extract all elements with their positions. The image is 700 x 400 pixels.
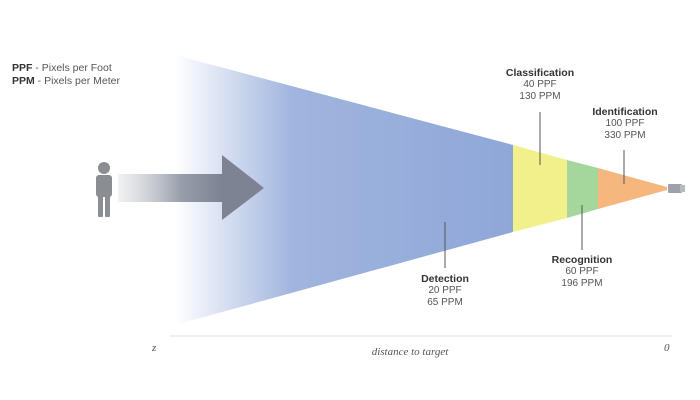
detection-zone <box>175 55 513 325</box>
direction-arrow-icon <box>118 155 264 220</box>
identification-ppf: 100 PPF <box>605 118 645 129</box>
identification-ppm: 330 PPM <box>604 130 646 141</box>
detection-title: Detection <box>421 273 469 285</box>
legend-ppf: PPF - Pixels per Foot <box>12 62 120 75</box>
detection-ppf: 20 PPF <box>428 285 462 296</box>
identification-label: Identification 100 PPF 330 PPM <box>580 106 670 142</box>
axis-right-label: 0 <box>664 342 670 354</box>
recognition-ppm: 196 PPM <box>561 278 603 289</box>
legend-ppm-key: PPM <box>12 75 35 87</box>
identification-zone <box>598 168 667 209</box>
legend-ppf-key: PPF <box>12 62 33 74</box>
recognition-ppf: 60 PPF <box>565 266 599 277</box>
legend: PPF - Pixels per Foot PPM - Pixels per M… <box>12 62 120 88</box>
legend-ppm-desc: - Pixels per Meter <box>34 75 120 87</box>
classification-title: Classification <box>505 67 575 79</box>
axis-left-label: z <box>152 342 157 354</box>
classification-label: Classification 40 PPF 130 PPM <box>495 67 585 103</box>
recognition-title: Recognition <box>551 254 613 266</box>
classification-ppm: 130 PPM <box>519 91 561 102</box>
person-icon <box>96 162 112 217</box>
classification-ppf: 40 PPF <box>523 79 557 90</box>
recognition-label: Recognition 60 PPF 196 PPM <box>537 254 627 290</box>
classification-zone <box>513 145 567 232</box>
legend-ppm: PPM - Pixels per Meter <box>12 75 120 88</box>
detection-ppm: 65 PPM <box>427 297 463 308</box>
identification-title: Identification <box>592 106 658 118</box>
axis-title: distance to target <box>371 346 449 358</box>
recognition-zone <box>567 160 598 218</box>
detection-label: Detection 20 PPF 65 PPM <box>400 273 490 309</box>
legend-ppf-desc: - Pixels per Foot <box>32 62 112 74</box>
camera-icon <box>668 184 685 193</box>
